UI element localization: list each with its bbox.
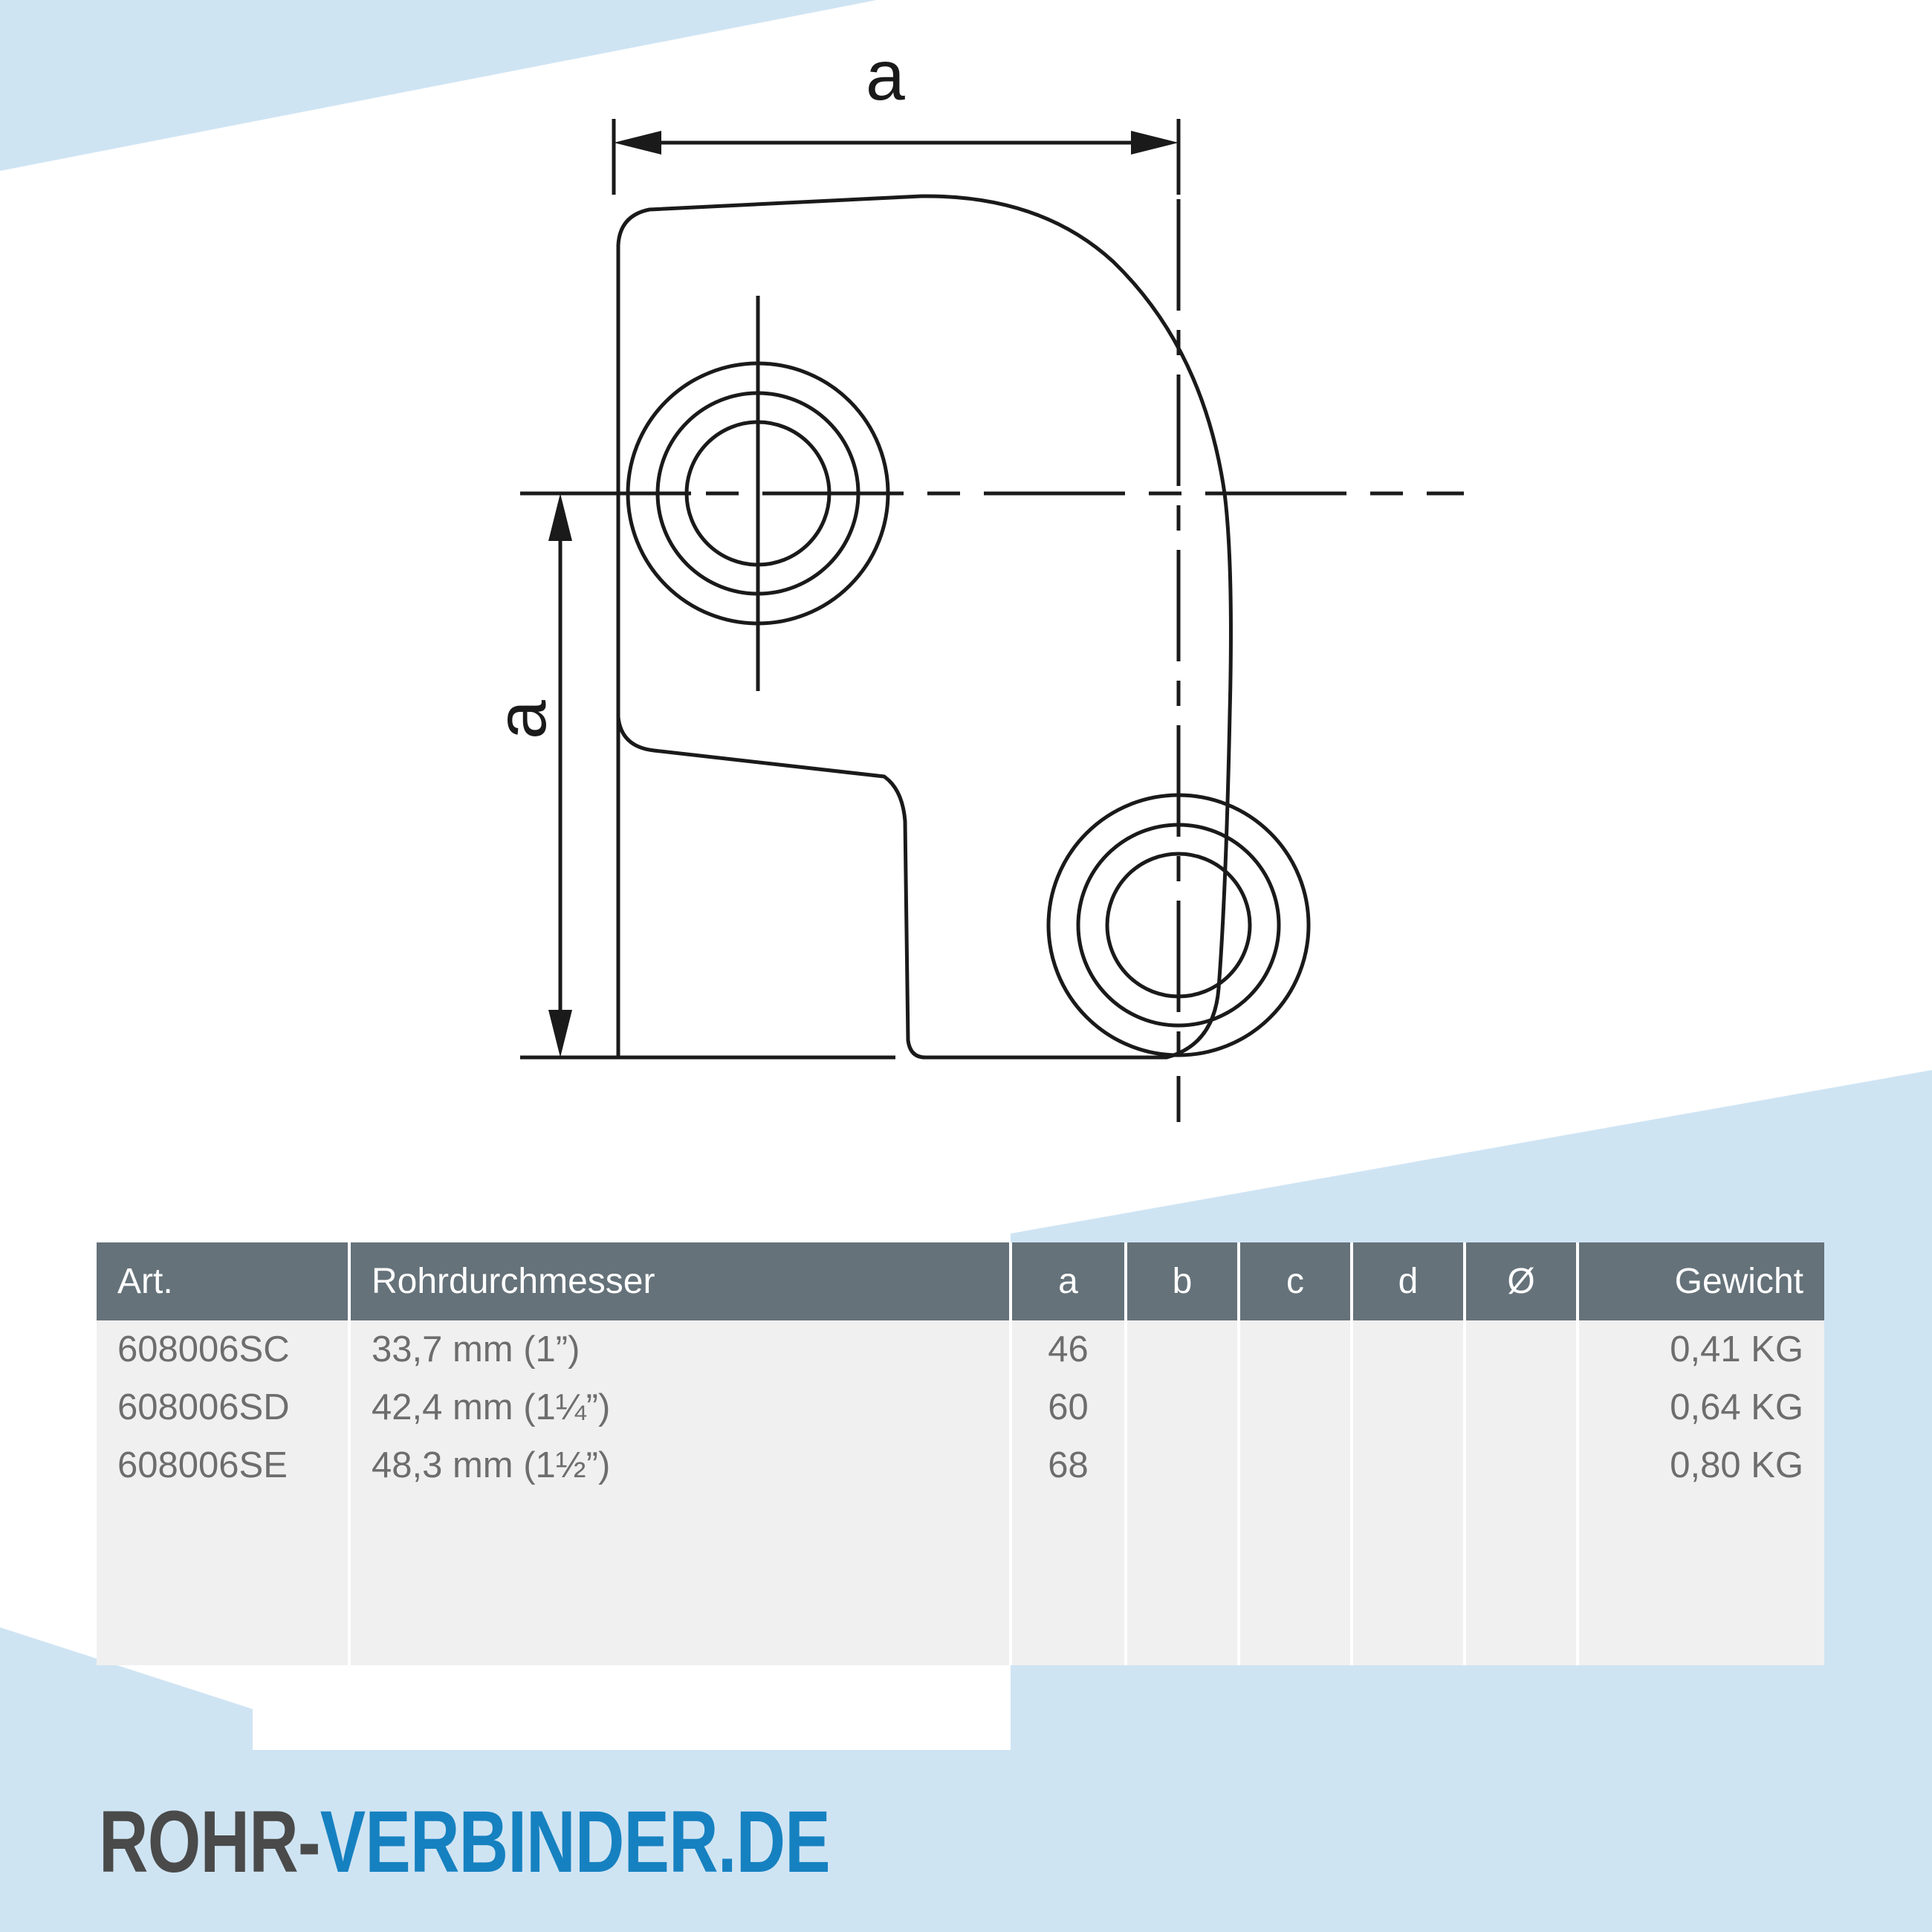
cell-b [1126, 1320, 1240, 1378]
brand-logo-blue-part: VERBINDER.DE [320, 1793, 831, 1891]
table-header-row: Art. Rohrdurchmesser a b c d Ø Gewicht [97, 1242, 1824, 1320]
column-header-art: Art. [97, 1242, 351, 1320]
cell-a: 46 [1011, 1320, 1127, 1378]
column-header-weight: Gewicht [1578, 1242, 1824, 1320]
filler-cell [1465, 1494, 1579, 1665]
table-row: 608006SD 42,4 mm (1¼”) 60 0,64 KG [97, 1378, 1824, 1436]
cell-c [1239, 1378, 1353, 1436]
technical-drawing [520, 119, 1464, 1122]
cell-b [1126, 1436, 1240, 1494]
specification-table: Art. Rohrdurchmesser a b c d Ø Gewicht 6… [97, 1242, 1824, 1665]
cell-a: 60 [1011, 1378, 1127, 1436]
arrowhead-top [548, 493, 572, 541]
table-filler-row [97, 1494, 1824, 1665]
cell-pipe: 48,3 mm (1½”) [349, 1436, 1012, 1494]
dimension-label-a-horizontal: a [866, 36, 905, 115]
cell-weight: 0,41 KG [1578, 1320, 1824, 1378]
arrowhead-bottom [548, 1010, 572, 1057]
cell-d [1352, 1320, 1466, 1378]
cell-art: 608006SE [97, 1436, 351, 1494]
column-header-diameter: Ø [1465, 1242, 1579, 1320]
decorative-bottom-band [0, 1750, 1932, 1932]
cell-weight: 0,80 KG [1578, 1436, 1824, 1494]
column-header-pipe: Rohrdurchmesser [349, 1242, 1012, 1320]
cell-art: 608006SD [97, 1378, 351, 1436]
filler-cell [1352, 1494, 1466, 1665]
cell-diameter [1465, 1436, 1579, 1494]
filler-cell [1126, 1494, 1240, 1665]
cell-c [1239, 1436, 1353, 1494]
cell-weight: 0,64 KG [1578, 1378, 1824, 1436]
cell-a: 68 [1011, 1436, 1127, 1494]
cell-d [1352, 1378, 1466, 1436]
column-header-a: a [1011, 1242, 1127, 1320]
filler-cell [1578, 1494, 1824, 1665]
table-row: 608006SE 48,3 mm (1½”) 68 0,80 KG [97, 1436, 1824, 1494]
cell-d [1352, 1436, 1466, 1494]
column-header-b: b [1126, 1242, 1240, 1320]
filler-cell [1011, 1494, 1127, 1665]
brand-logo-dark-part: ROHR- [99, 1793, 321, 1891]
cell-pipe: 42,4 mm (1¼”) [349, 1378, 1012, 1436]
cell-pipe: 33,7 mm (1”) [349, 1320, 1012, 1378]
arrowhead-right [1131, 131, 1179, 155]
cell-diameter [1465, 1378, 1579, 1436]
dimension-label-a-vertical: a [482, 700, 561, 739]
elbow-body-outline [616, 194, 1233, 1060]
cell-c [1239, 1320, 1353, 1378]
column-header-d: d [1352, 1242, 1466, 1320]
cell-diameter [1465, 1320, 1579, 1378]
cell-b [1126, 1378, 1240, 1436]
table-row: 608006SC 33,7 mm (1”) 46 0,41 KG [97, 1320, 1824, 1378]
cell-art: 608006SC [97, 1320, 351, 1378]
column-header-c: c [1239, 1242, 1353, 1320]
filler-cell [349, 1494, 1012, 1665]
filler-cell [1239, 1494, 1353, 1665]
brand-logo: ROHR-VERBINDER.DE [99, 1798, 831, 1886]
arrowhead-left [614, 131, 661, 155]
filler-cell [97, 1494, 351, 1665]
